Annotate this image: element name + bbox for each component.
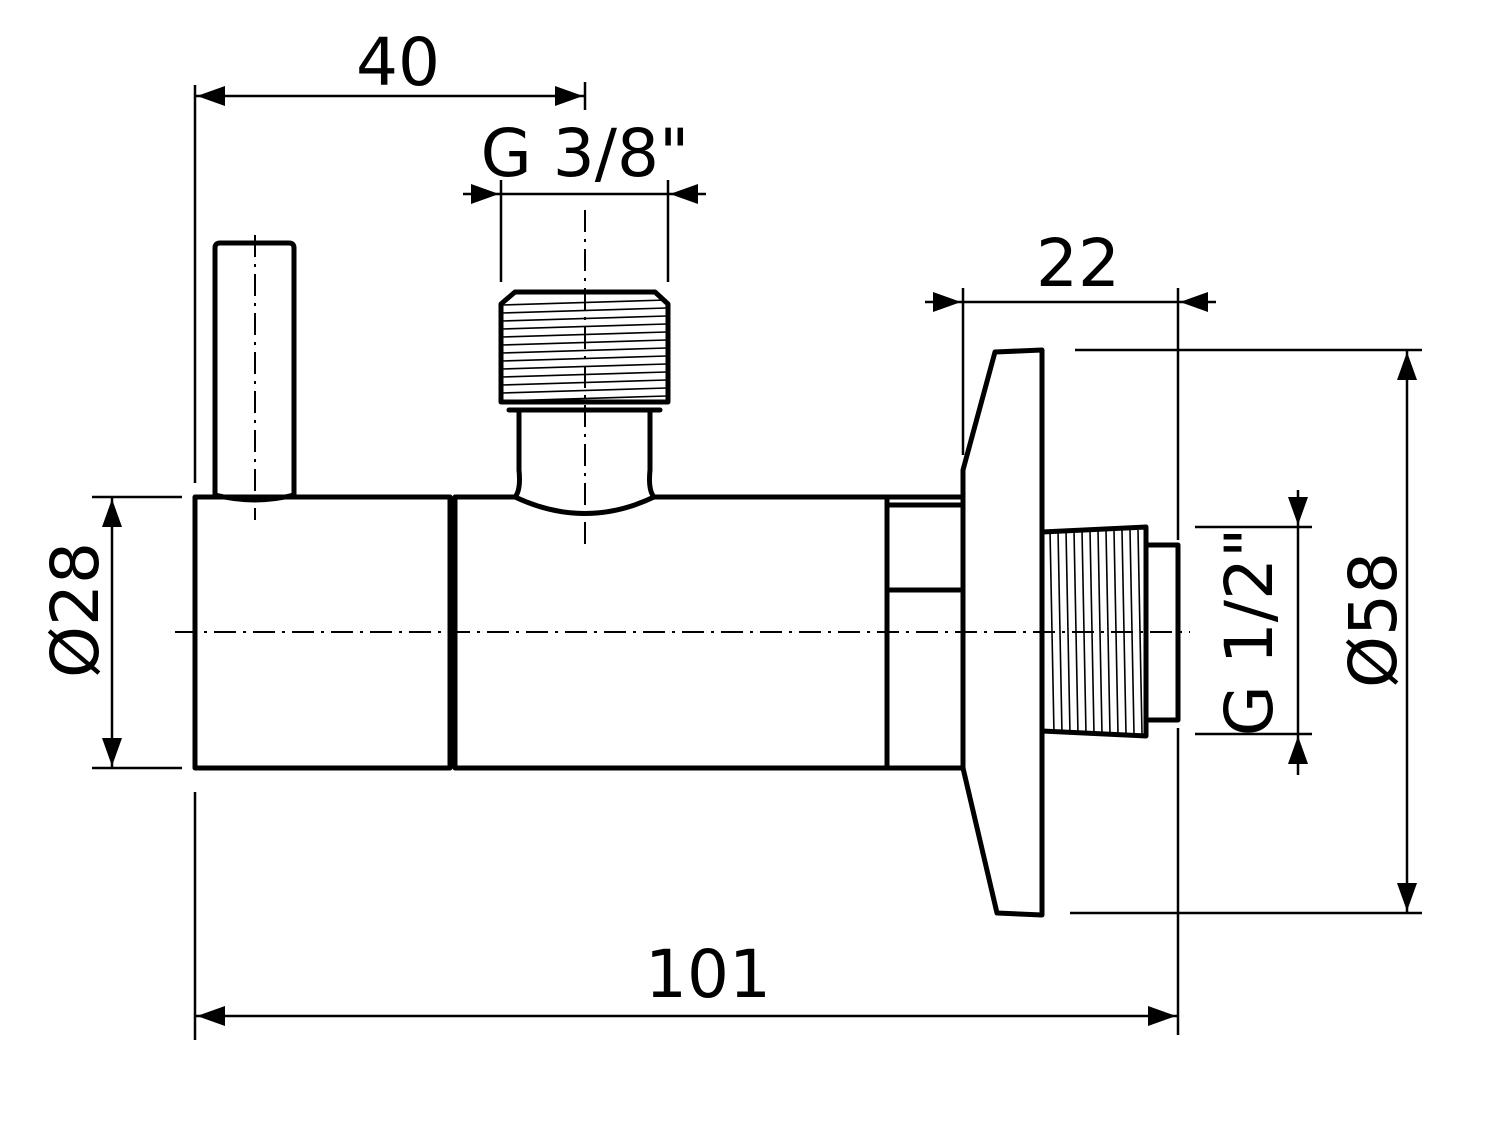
body-cap — [192, 494, 453, 771]
dimension-lines — [92, 82, 1422, 1040]
label-diameter-58: Ø58 — [1335, 552, 1412, 688]
valve-outline — [192, 240, 1181, 918]
thread-line — [1105, 530, 1111, 734]
arrow-58-top — [1397, 352, 1417, 380]
arrow-38-left — [471, 184, 499, 204]
arrow-38-right — [670, 184, 698, 204]
label-g-1-2: G 1/2" — [1211, 528, 1288, 737]
arrow-40-right — [555, 86, 583, 106]
dimension-labels: 40 G 3/8" 22 Ø28 G 1/2" Ø58 101 — [37, 24, 1412, 1013]
thread-line — [502, 323, 667, 330]
thread-line — [502, 395, 667, 402]
body-main — [452, 407, 890, 771]
label-22: 22 — [1036, 225, 1120, 302]
thread-line — [502, 387, 667, 394]
arrow-101-right — [1148, 1006, 1176, 1026]
arrow-40-left — [197, 86, 225, 106]
arrow-12-bottom — [1288, 736, 1308, 764]
thread-line — [1097, 530, 1103, 734]
thread-line — [1057, 530, 1063, 734]
thread-line — [1065, 530, 1071, 734]
outlet-nipple — [498, 289, 671, 405]
arrow-28-top — [102, 499, 122, 527]
thread-line — [502, 347, 667, 354]
flange — [960, 347, 1045, 918]
center-lines — [175, 210, 1190, 633]
arrow-58-bottom — [1397, 883, 1417, 911]
inlet-nipple-tip — [1143, 542, 1181, 723]
arrow-12-top — [1288, 497, 1308, 525]
label-40: 40 — [356, 24, 440, 101]
label-101: 101 — [645, 936, 771, 1013]
arrow-22-right — [1180, 292, 1208, 312]
thread-line — [502, 307, 667, 314]
label-g-3-8: G 3/8" — [481, 115, 690, 192]
label-diameter-28: Ø28 — [37, 542, 114, 678]
arrow-22-left — [933, 292, 961, 312]
arrow-101-left — [197, 1006, 225, 1026]
arrow-28-bottom — [102, 738, 122, 766]
